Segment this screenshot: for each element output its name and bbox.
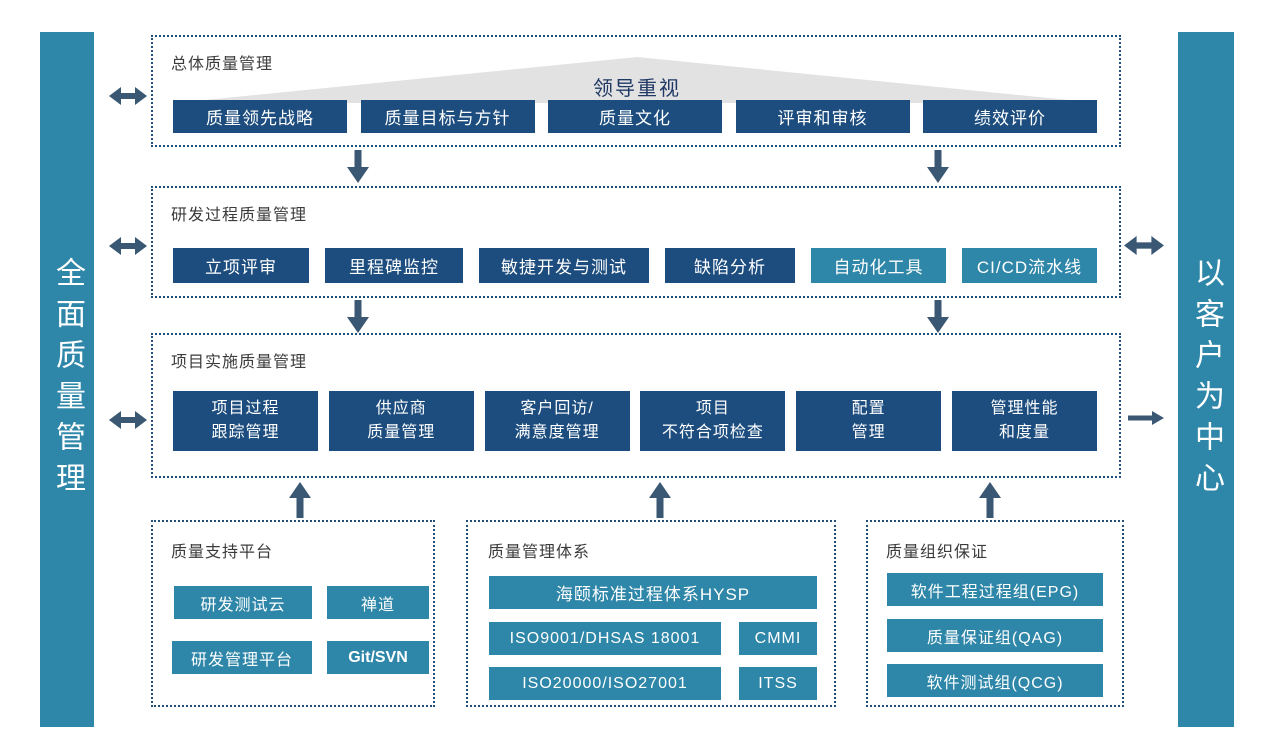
down-arrow-icon	[927, 300, 949, 333]
item-agile-dev-test: 敏捷开发与测试	[479, 248, 649, 283]
left-right-arrow-icon	[109, 87, 147, 105]
down-arrow-icon	[347, 150, 369, 183]
item-rd-test-cloud: 研发测试云	[174, 586, 312, 619]
item-performance-eval: 绩效评价	[923, 100, 1097, 133]
item-zentao: 禅道	[327, 586, 429, 619]
section-title: 质量支持平台	[171, 544, 274, 561]
down-arrow-icon	[347, 300, 369, 333]
right-banner-label: 以客户为中心	[1190, 256, 1223, 503]
section-quality-support-platform: 质量支持平台 研发测试云 禅道 研发管理平台 Git/SVN	[151, 520, 435, 707]
up-arrow-icon	[289, 482, 311, 518]
item-git-svn: Git/SVN	[327, 641, 429, 674]
left-right-arrow-icon	[1124, 236, 1164, 255]
item-defect-analysis: 缺陷分析	[665, 248, 795, 283]
leadership-triangle: 领导重视	[175, 57, 1099, 103]
right-banner-customer-centric: 以客户为中心	[1178, 32, 1234, 727]
item-configuration-mgmt: 配置 管理	[796, 391, 942, 451]
up-arrow-icon	[649, 482, 671, 518]
section-quality-org-guarantee: 质量组织保证 软件工程过程组(EPG) 质量保证组(QAG) 软件测试组(QCG…	[866, 520, 1124, 707]
section-quality-mgmt-system: 质量管理体系 海颐标准过程体系HYSP ISO9001/DHSAS 18001 …	[466, 520, 836, 707]
project-button-row: 项目过程 跟踪管理 供应商 质量管理 客户回访/ 满意度管理 项目 不符合项检查…	[173, 391, 1097, 451]
item-itss: ITSS	[739, 667, 817, 700]
item-hysp-process-system: 海颐标准过程体系HYSP	[489, 576, 817, 609]
up-arrow-icon	[979, 482, 1001, 518]
item-milestone-monitoring: 里程碑监控	[325, 248, 463, 283]
down-arrow-icon	[927, 150, 949, 183]
right-arrow-icon	[1128, 411, 1164, 425]
section-title: 研发过程质量管理	[171, 207, 308, 224]
item-qcg-group: 软件测试组(QCG)	[887, 664, 1103, 697]
left-right-arrow-icon	[109, 237, 147, 255]
rd-button-row: 立项评审 里程碑监控 敏捷开发与测试 缺陷分析 自动化工具 CI/CD流水线	[173, 248, 1097, 283]
item-qag-group: 质量保证组(QAG)	[887, 619, 1103, 652]
section-overall-quality: 领导重视 总体质量管理 质量领先战略 质量目标与方针 质量文化 评审和审核 绩效…	[151, 35, 1121, 147]
item-epg-group: 软件工程过程组(EPG)	[887, 573, 1103, 606]
item-iso9001-dhsas18001: ISO9001/DHSAS 18001	[489, 622, 721, 655]
section-title: 质量管理体系	[488, 544, 591, 561]
item-supplier-quality: 供应商 质量管理	[328, 391, 474, 451]
section-title: 质量组织保证	[886, 544, 989, 561]
item-iso20000-iso27001: ISO20000/ISO27001	[489, 667, 721, 700]
overall-button-row: 质量领先战略 质量目标与方针 质量文化 评审和审核 绩效评价	[173, 100, 1097, 133]
left-banner-total-quality: 全面质量管理	[40, 32, 94, 727]
section-project-quality: 项目实施质量管理 项目过程 跟踪管理 供应商 质量管理 客户回访/ 满意度管理 …	[151, 333, 1121, 478]
item-quality-culture: 质量文化	[548, 100, 722, 133]
item-mgmt-performance-measure: 管理性能 和度量	[951, 391, 1097, 451]
item-customer-satisfaction: 客户回访/ 满意度管理	[484, 391, 630, 451]
left-right-arrow-icon	[109, 411, 147, 429]
section-rd-process-quality: 研发过程质量管理 立项评审 里程碑监控 敏捷开发与测试 缺陷分析 自动化工具 C…	[151, 186, 1121, 298]
item-project-initiation-review: 立项评审	[173, 248, 309, 283]
item-review-audit: 评审和审核	[735, 100, 910, 133]
left-banner-label: 全面质量管理	[51, 256, 84, 503]
item-nonconformity-check: 项目 不符合项检查	[640, 391, 786, 451]
section-title: 项目实施质量管理	[171, 354, 308, 371]
item-cmmi: CMMI	[739, 622, 817, 655]
item-rd-mgmt-platform: 研发管理平台	[172, 641, 312, 674]
leadership-triangle-label: 领导重视	[593, 78, 681, 100]
item-quality-goals: 质量目标与方针	[360, 100, 535, 133]
section-title: 总体质量管理	[171, 56, 274, 73]
item-cicd-pipeline: CI/CD流水线	[962, 248, 1097, 283]
item-automation-tools: 自动化工具	[811, 248, 946, 283]
item-project-tracking: 项目过程 跟踪管理	[173, 391, 318, 451]
item-quality-strategy: 质量领先战略	[173, 100, 347, 133]
